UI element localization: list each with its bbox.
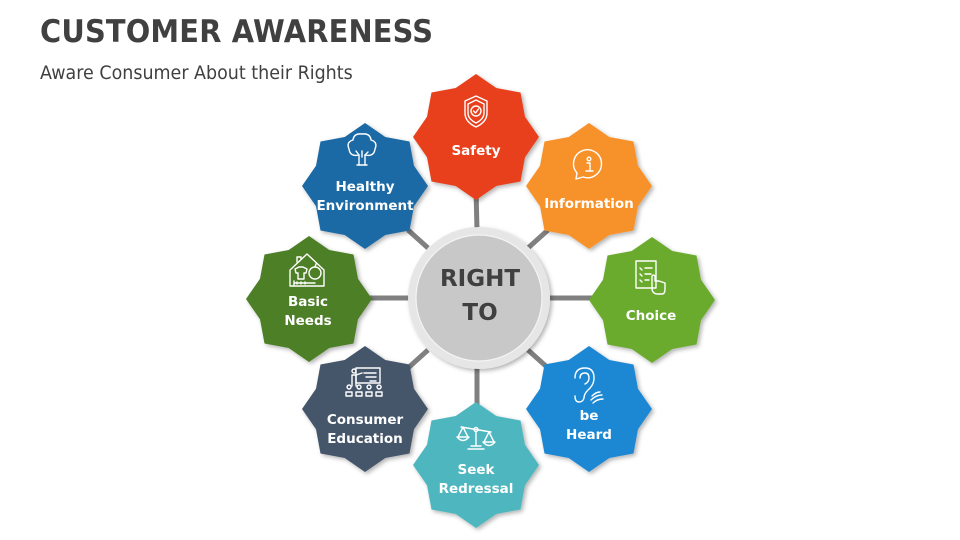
page-title: CUSTOMER AWARENESS	[40, 14, 434, 50]
connectors	[368, 189, 592, 405]
node-consumer-education[interactable]: Consumer Education	[305, 411, 425, 449]
node-healthy-environment[interactable]: Healthy Environment	[305, 178, 425, 216]
node-seek-redressal-line1: Seek	[457, 462, 495, 478]
star-shape-choice[interactable]	[589, 237, 715, 363]
star-shape-basic-needs[interactable]	[246, 236, 372, 362]
node-consumer-education-line2: Education	[327, 431, 403, 447]
page-subtitle: Aware Consumer About their Rights	[40, 62, 353, 84]
center-label: RIGHT TO	[420, 262, 540, 330]
checklist-hand-icon	[635, 260, 666, 295]
connector-healthy-environment	[406, 228, 430, 250]
center-label-line1: RIGHT	[439, 266, 521, 292]
node-healthy-environment-line2: Environment	[316, 198, 414, 214]
center-hub	[408, 227, 550, 369]
node-seek-redressal-line2: Redressal	[438, 481, 514, 497]
node-information[interactable]: Information	[529, 195, 649, 214]
node-consumer-education-line1: Consumer	[326, 412, 404, 428]
node-safety[interactable]: Safety	[416, 142, 536, 161]
node-basic-needs-line2: Needs	[284, 313, 332, 329]
node-basic-needs[interactable]: Basic Needs	[248, 293, 368, 331]
shield-check-icon	[464, 95, 488, 128]
node-be-heard-line2: Heard	[566, 427, 612, 443]
star-shape-healthy-environment[interactable]	[302, 123, 428, 249]
connector-consumer-education	[406, 348, 430, 370]
scales-icon	[456, 426, 496, 450]
node-basic-needs-line1: Basic	[287, 294, 329, 310]
node-be-heard-line1: be	[579, 408, 599, 424]
star-shape-be-heard[interactable]	[526, 346, 652, 472]
star-shape-information[interactable]	[526, 123, 652, 249]
star-shape-consumer-education[interactable]	[302, 346, 428, 472]
node-choice-label: Choice	[625, 308, 677, 324]
teacher-board-icon	[345, 367, 383, 397]
star-shape-seek-redressal[interactable]	[413, 402, 539, 528]
node-seek-redressal[interactable]: Seek Redressal	[416, 461, 536, 499]
node-safety-label: Safety	[451, 143, 501, 159]
tree-icon	[347, 133, 377, 166]
house-needs-icon	[289, 253, 325, 287]
center-circle	[415, 234, 543, 362]
node-information-label: Information	[544, 196, 634, 212]
node-healthy-environment-line1: Healthy	[335, 179, 395, 195]
node-choice[interactable]: Choice	[591, 307, 711, 326]
star-shape-safety[interactable]	[413, 74, 539, 200]
node-be-heard[interactable]: be Heard	[529, 407, 649, 445]
info-bubble-icon	[572, 149, 603, 180]
ear-icon	[574, 367, 604, 404]
center-label-line2: TO	[462, 300, 498, 326]
connector-information	[526, 228, 550, 250]
